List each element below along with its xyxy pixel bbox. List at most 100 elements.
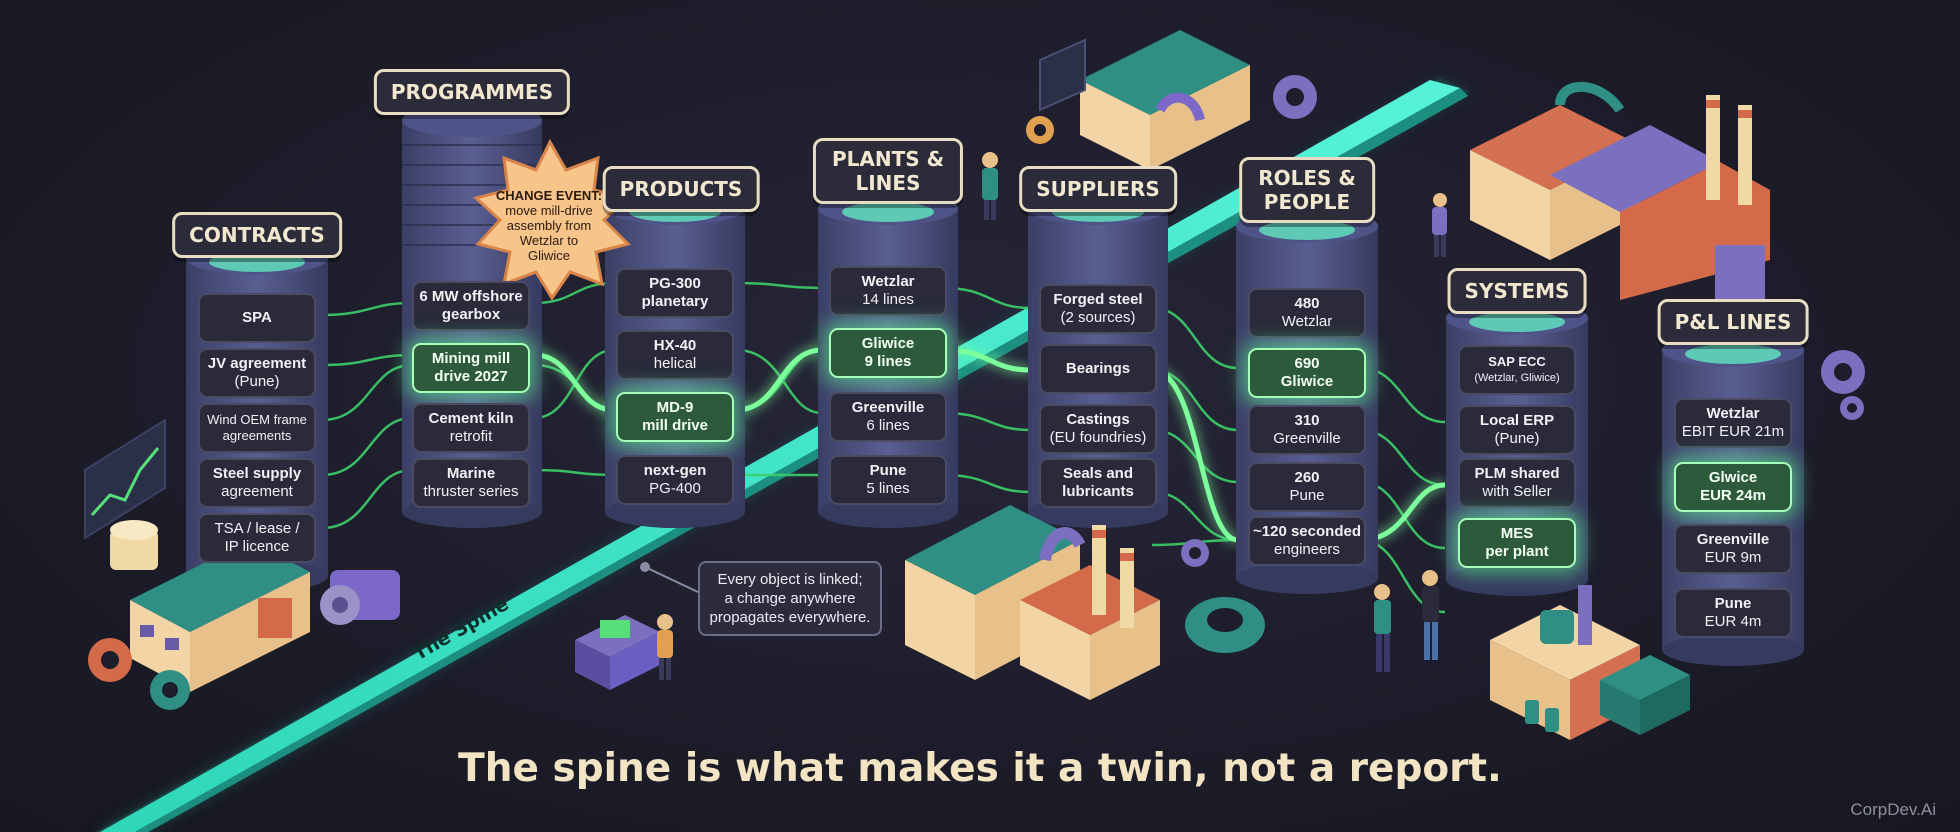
tile-line1: Glwice <box>1708 469 1758 486</box>
gear-icon <box>150 670 190 710</box>
tile-line2: EUR 4m <box>1704 613 1762 630</box>
change-event-title: CHANGE EVENT: <box>495 188 603 203</box>
gear-icon <box>1181 539 1209 567</box>
tile-line2: drive 2027 <box>434 368 508 385</box>
tile-line2: 5 lines <box>866 480 910 497</box>
tile-line1: Mining mill <box>431 350 511 367</box>
column-label-systems: SYSTEMS <box>1447 268 1587 314</box>
tile-line2: (2 sources) <box>1060 309 1136 326</box>
tile-line2: (EU foundries) <box>1049 429 1147 446</box>
chart-icon <box>84 418 166 540</box>
pl-tile-highlighted[interactable]: Glwice EUR 24m <box>1674 462 1792 512</box>
programme-tile[interactable]: 6 MW offshore gearbox <box>412 281 530 331</box>
contract-tile[interactable]: SPA <box>198 293 316 343</box>
pl-tile[interactable]: Greenville EUR 9m <box>1674 524 1792 574</box>
tile-line2: with Seller <box>1482 483 1552 500</box>
tile-line1: 260 <box>1294 469 1320 486</box>
gear-icon <box>1185 597 1265 653</box>
tile-line2: Pune <box>1289 487 1325 504</box>
tile-line2: Greenville <box>1273 430 1341 447</box>
tile-line1: Greenville <box>851 399 925 416</box>
tile-line2: (Pune) <box>1494 430 1540 447</box>
product-tile[interactable]: next-gen PG-400 <box>616 455 734 505</box>
tile-line2: 9 lines <box>864 353 912 370</box>
tile-line1: ~120 seconded <box>1253 523 1361 540</box>
system-tile[interactable]: Local ERP (Pune) <box>1458 405 1576 455</box>
change-event-line1: move mill-drive <box>505 203 593 218</box>
tile-line3: agreements <box>222 428 292 443</box>
tile-line1: PLM shared <box>1474 465 1560 482</box>
tile-line2: mill drive <box>642 417 708 434</box>
tile-line1: SAP ECC <box>1488 354 1546 369</box>
programme-tile[interactable]: Cement kiln retrofit <box>412 403 530 453</box>
tile-line2: EBIT EUR 21m <box>1681 423 1785 440</box>
column-label-contracts: CONTRACTS <box>172 212 342 258</box>
change-event-text: CHANGE EVENT: move mill-drive assembly f… <box>478 188 620 263</box>
product-tile-highlighted[interactable]: MD-9 mill drive <box>616 392 734 442</box>
pl-tile[interactable]: Pune EUR 4m <box>1674 588 1792 638</box>
tile-line1: Marine <box>446 465 496 482</box>
plant-tile[interactable]: Pune 5 lines <box>829 455 947 505</box>
tile-line2: (Pune) <box>234 373 280 390</box>
column-label-programmes: PROGRAMMES <box>373 69 571 115</box>
pl-tile[interactable]: Wetzlar EBIT EUR 21m <box>1674 398 1792 448</box>
tile-line1: next-gen <box>643 462 707 479</box>
role-tile[interactable]: 480 Wetzlar <box>1248 288 1366 338</box>
plant-tile[interactable]: Wetzlar 14 lines <box>829 266 947 316</box>
plant-tile[interactable]: Greenville 6 lines <box>829 392 947 442</box>
programme-tile[interactable]: Marine thruster series <box>412 458 530 508</box>
column-label-roles: ROLES & PEOPLE <box>1239 157 1375 223</box>
plant-tile-highlighted[interactable]: Gliwice 9 lines <box>829 328 947 378</box>
tile-line1: JV agreement <box>207 355 307 372</box>
column-label-roles-line2: PEOPLE <box>1263 190 1351 214</box>
tile-line1: Wetzlar <box>1706 405 1760 422</box>
role-tile-highlighted[interactable]: 690 Gliwice <box>1248 348 1366 398</box>
tile-line1: MES <box>1500 525 1534 542</box>
tile-line2: PG-400 <box>649 480 701 497</box>
contract-tile[interactable]: TSA / lease / IP licence <box>198 513 316 563</box>
contract-tile[interactable]: Steel supply agreement <box>198 458 316 508</box>
person-icon <box>982 152 998 220</box>
supplier-tile[interactable]: Seals and lubricants <box>1039 458 1157 508</box>
gear-icon <box>1821 350 1865 420</box>
operator-console-icon <box>575 614 673 690</box>
supplier-tile[interactable]: Forged steel (2 sources) <box>1039 284 1157 334</box>
system-tile[interactable]: PLM shared with Seller <box>1458 458 1576 508</box>
product-tile[interactable]: PG-300 planetary <box>616 268 734 318</box>
system-tile[interactable]: SAP ECC (Wetzlar, Gliwice) <box>1458 345 1576 395</box>
headline: The spine is what makes it a twin, not a… <box>458 746 1502 791</box>
tile-line2: planetary <box>641 293 709 310</box>
tile-line2: retrofit <box>449 428 493 445</box>
system-tile-highlighted[interactable]: MES per plant <box>1458 518 1576 568</box>
column-label-plants: PLANTS & LINES <box>812 138 964 204</box>
tile-line2: per plant <box>1485 543 1549 560</box>
tile-line2: Gliwice <box>1280 373 1334 390</box>
tile-line2: EUR 24m <box>1700 487 1766 504</box>
callout-line1: Every object is linked; <box>717 571 863 588</box>
factory-icon <box>1470 81 1770 300</box>
callout-line2: a change anywhere <box>724 590 856 607</box>
product-tile[interactable]: HX-40 helical <box>616 330 734 380</box>
role-tile[interactable]: 310 Greenville <box>1248 405 1366 455</box>
tile-line1: MD-9 <box>656 399 694 416</box>
supplier-tile[interactable]: Bearings <box>1039 344 1157 394</box>
tile-line1: Pune <box>1714 595 1752 612</box>
tile-line1: 310 <box>1294 412 1320 429</box>
column-label-roles-line1: ROLES & <box>1258 166 1356 190</box>
supplier-tile[interactable]: Castings (EU foundries) <box>1039 404 1157 454</box>
programme-tile-highlighted[interactable]: Mining mill drive 2027 <box>412 343 530 393</box>
role-tile[interactable]: 260 Pune <box>1248 462 1366 512</box>
tile-line1: Seals and <box>1062 465 1134 482</box>
tile-line2: gearbox <box>441 306 501 323</box>
person-icon <box>1432 193 1447 257</box>
tile-line2: 14 lines <box>862 291 914 308</box>
tile-line1: Local ERP <box>1479 412 1555 429</box>
contract-tile[interactable]: Wind OEM frame agreements <box>198 403 316 453</box>
role-tile[interactable]: ~120 seconded engineers <box>1248 516 1366 566</box>
factory-icon <box>1490 585 1690 740</box>
change-event-line2: assembly from <box>506 218 592 233</box>
tile-line1: Gliwice <box>861 335 915 352</box>
tile-line2: (Wetzlar, Gliwice) <box>1474 372 1560 384</box>
contract-tile[interactable]: JV agreement (Pune) <box>198 348 316 398</box>
factory-icon <box>1080 30 1250 170</box>
